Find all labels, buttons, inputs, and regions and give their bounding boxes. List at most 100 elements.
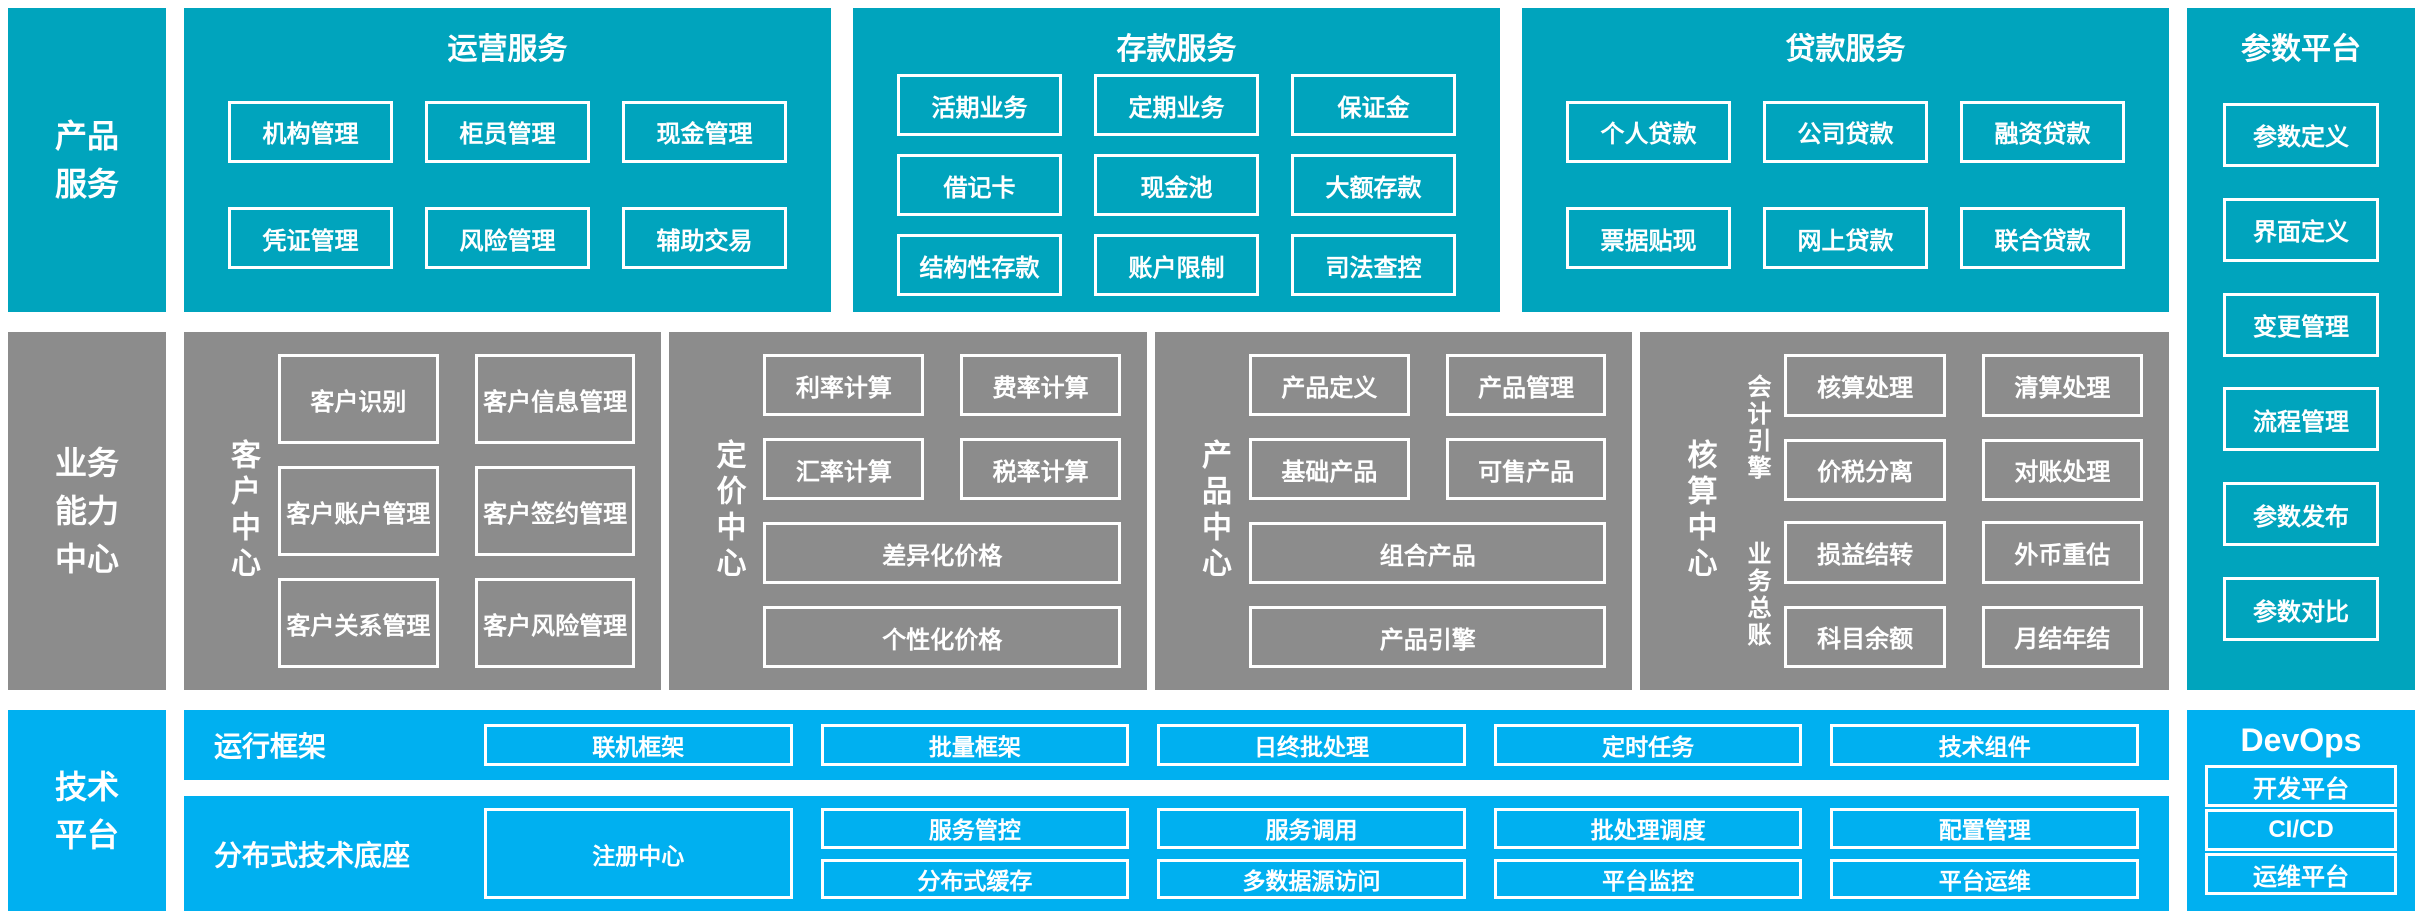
diagram-box: 公司贷款 [1763, 100, 1928, 163]
diagram-box: 凭证管理 [228, 207, 393, 270]
vertical-label-customer-center: 客户中心 [226, 439, 259, 583]
diagram-box: 税率计算 [960, 438, 1121, 500]
diagram-box: 日终批处理 [1157, 724, 1466, 766]
vertical-label-accounting-engine: 会计引擎 [1742, 373, 1770, 482]
diagram-box-registry-center: 注册中心 [484, 808, 793, 899]
panel-title-loan-services: 贷款服务 [1785, 33, 1906, 66]
diagram-box: 司法查控 [1291, 234, 1456, 296]
diagram-box: 多数据源访问 [1157, 858, 1466, 899]
diagram-box-wide: 组合产品 [1248, 522, 1607, 584]
panel-accounting-center: 核算中心 会计引擎 核算处理 清算处理 价税分离 对账处理 业务总账 损益结转 … [1640, 332, 2169, 690]
diagram-box: 网上贷款 [1763, 207, 1928, 270]
panel-deposit-services: 存款服务 活期业务 定期业务 保证金 借记卡 现金池 大额存款 结构性存款 账户… [853, 8, 1500, 312]
diagram-box: 价税分离 [1784, 438, 1946, 501]
diagram-box-wide: 产品引擎 [1248, 606, 1607, 668]
diagram-box: 核算处理 [1784, 354, 1946, 417]
diagram-box: 运维平台 [2205, 853, 2397, 895]
technology-platform-rows: 运行框架 联机框架 批量框架 日终批处理 定时任务 技术组件 分布式技术底座 注… [184, 710, 2169, 911]
panel-operation-services: 运营服务 机构管理 柜员管理 现金管理 凭证管理 风险管理 辅助交易 [184, 8, 831, 312]
panel-title-parameter-platform: 参数平台 [2241, 33, 2361, 66]
diagram-box: 风险管理 [425, 207, 590, 270]
product-services-row: 运营服务 机构管理 柜员管理 现金管理 凭证管理 风险管理 辅助交易 存款服务 … [184, 8, 2169, 312]
diagram-box: 平台运维 [1830, 858, 2139, 899]
diagram-box: 对账处理 [1981, 438, 2143, 501]
diagram-box: 客户信息管理 [474, 354, 636, 444]
diagram-box: 定期业务 [1094, 74, 1259, 136]
diagram-box: 借记卡 [897, 154, 1062, 216]
diagram-box: 参数发布 [2223, 482, 2379, 547]
accounting-group-ledger: 业务总账 损益结转 外币重估 科目余额 月结年结 [1734, 521, 2143, 668]
diagram-box: 开发平台 [2205, 765, 2397, 807]
diagram-box: 批量框架 [820, 724, 1130, 766]
diagram-box: 大额存款 [1291, 154, 1456, 216]
parameter-platform-stack: 参数定义 界面定义 变更管理 流程管理 参数发布 参数对比 [2187, 68, 2415, 690]
diagram-box-wide: 个性化价格 [763, 606, 1121, 668]
devops-stack: 开发平台 CI/CD 运维平台 [2187, 759, 2415, 911]
diagram-box: 汇率计算 [763, 438, 925, 500]
panel-title-deposit-services: 存款服务 [1116, 33, 1237, 66]
panel-title-devops: DevOps [2240, 722, 2362, 758]
diagram-box: 技术组件 [1830, 724, 2139, 766]
diagram-box: 界面定义 [2223, 197, 2379, 262]
band-label-runtime-framework: 运行框架 [214, 731, 327, 762]
panel-title-operation-services: 运营服务 [447, 33, 568, 66]
diagram-box: 联机框架 [484, 724, 793, 766]
diagram-box: 变更管理 [2223, 292, 2379, 357]
diagram-box: 客户识别 [278, 354, 439, 444]
diagram-box: 客户关系管理 [278, 578, 439, 668]
accounting-group-engine: 会计引擎 核算处理 清算处理 价税分离 对账处理 [1734, 354, 2143, 501]
diagram-box: 现金池 [1094, 154, 1259, 216]
diagram-box: 月结年结 [1981, 605, 2143, 668]
diagram-box: 配置管理 [1830, 808, 2139, 849]
band-label-distributed-tech-base: 分布式技术底座 [214, 839, 411, 871]
panel-parameter-platform: 参数平台 参数定义 界面定义 变更管理 流程管理 参数发布 参数对比 [2187, 8, 2415, 690]
diagram-box: 参数定义 [2223, 102, 2379, 167]
accounting-engine-grid: 核算处理 清算处理 价税分离 对账处理 [1784, 354, 2143, 501]
accounting-groups: 会计引擎 核算处理 清算处理 价税分离 对账处理 业务总账 损益结转 外币重估 … [1734, 354, 2143, 668]
diagram-box: 现金管理 [622, 100, 787, 163]
vertical-label-business-ledger: 业务总账 [1742, 540, 1770, 649]
diagram-box: 可售产品 [1445, 438, 1607, 500]
loan-grid: 个人贷款 公司贷款 融资贷款 票据贴现 网上贷款 联合贷款 [1522, 68, 2169, 312]
diagram-box: 定时任务 [1493, 724, 1803, 766]
diagram-box: 分布式缓存 [820, 858, 1130, 899]
diagram-box: 外币重估 [1981, 521, 2143, 584]
diagram-box: 活期业务 [897, 74, 1062, 136]
diagram-box: 批处理调度 [1493, 808, 1803, 849]
diagram-box: 产品管理 [1445, 354, 1607, 416]
operations-grid: 机构管理 柜员管理 现金管理 凭证管理 风险管理 辅助交易 [184, 68, 831, 312]
diagram-box: 保证金 [1291, 74, 1456, 136]
diagram-box: 服务管控 [820, 808, 1130, 849]
customer-center-grid: 客户识别 客户信息管理 客户账户管理 客户签约管理 客户关系管理 客户风险管理 [278, 354, 636, 668]
diagram-box: 科目余额 [1784, 605, 1946, 668]
diagram-box: 柜员管理 [425, 100, 590, 163]
vertical-label-product-center: 产品中心 [1196, 439, 1230, 583]
side-label-technology-platform: 技术 平台 [8, 710, 166, 911]
side-label-product-services: 产品 服务 [8, 8, 166, 312]
diagram-box: 联合贷款 [1960, 207, 2125, 270]
diagram-box: 账户限制 [1094, 234, 1259, 296]
panel-loan-services: 贷款服务 个人贷款 公司贷款 融资贷款 票据贴现 网上贷款 联合贷款 [1522, 8, 2169, 312]
diagram-box: 客户账户管理 [278, 466, 439, 556]
diagram-box: 客户风险管理 [474, 578, 636, 668]
business-ledger-grid: 损益结转 外币重估 科目余额 月结年结 [1784, 521, 2143, 668]
diagram-box: 损益结转 [1784, 521, 1946, 584]
panel-customer-center: 客户中心 客户识别 客户信息管理 客户账户管理 客户签约管理 客户关系管理 客户… [184, 332, 662, 690]
diagram-box-wide: 差异化价格 [763, 522, 1121, 584]
vertical-label-accounting-center: 核算中心 [1682, 439, 1716, 583]
panel-product-center: 产品中心 产品定义 产品管理 基础产品 可售产品 组合产品 产品引擎 [1154, 332, 1633, 690]
diagram-box: 流程管理 [2223, 387, 2379, 452]
business-capability-row: 客户中心 客户识别 客户信息管理 客户账户管理 客户签约管理 客户关系管理 客户… [184, 332, 2169, 690]
band-distributed-tech-base: 分布式技术底座 注册中心 服务管控 服务调用 批处理调度 配置管理 分布式缓存 … [184, 796, 2169, 911]
deposit-grid: 活期业务 定期业务 保证金 借记卡 现金池 大额存款 结构性存款 账户限制 司法… [853, 68, 1500, 312]
diagram-box: 清算处理 [1981, 354, 2143, 417]
panel-devops: DevOps 开发平台 CI/CD 运维平台 [2187, 710, 2415, 911]
diagram-box: 客户签约管理 [474, 466, 636, 556]
diagram-box: 结构性存款 [897, 234, 1062, 296]
diagram-box: 参数对比 [2223, 577, 2379, 642]
pricing-center-grid: 利率计算 费率计算 汇率计算 税率计算 差异化价格 个性化价格 [763, 354, 1121, 668]
diagram-box: 基础产品 [1248, 438, 1410, 500]
diagram-box: 利率计算 [763, 354, 925, 416]
diagram-box: 产品定义 [1248, 354, 1410, 416]
